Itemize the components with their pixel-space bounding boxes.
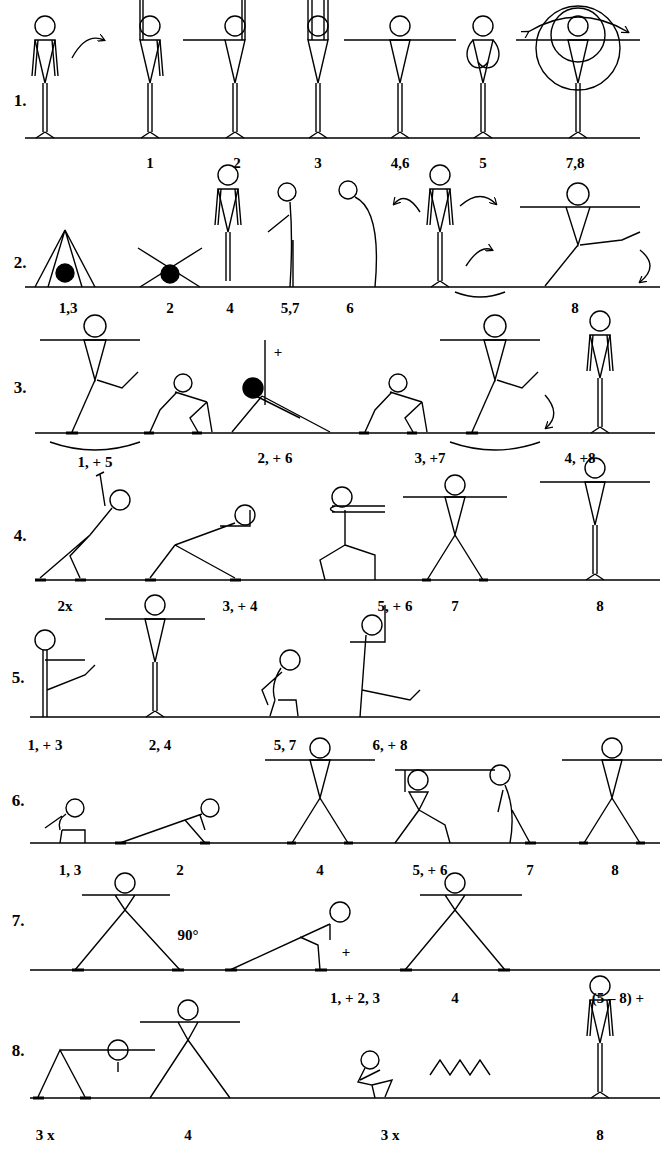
count-label: 1, + 3 — [28, 738, 63, 753]
row-number: 4. — [14, 527, 27, 544]
count-label: 8 — [571, 301, 579, 316]
count-label: 3, + 4 — [223, 599, 258, 614]
count-label: 90° — [178, 928, 199, 943]
count-label: 7 — [526, 863, 534, 878]
count-label: 4 — [226, 301, 234, 316]
row-number: 7. — [12, 912, 25, 929]
count-label: 3 x — [381, 1128, 400, 1143]
count-label: (5 – 8) + — [592, 991, 644, 1006]
count-label: 7,8 — [566, 156, 585, 171]
row-number: 5. — [12, 669, 25, 686]
row-1-figures — [32, 0, 640, 138]
count-label: 6, + 8 — [373, 738, 408, 753]
count-label: 5 — [479, 156, 487, 171]
row-number: 6. — [12, 792, 25, 809]
count-label: 2 — [233, 156, 241, 171]
count-label: 8 — [596, 1128, 604, 1143]
count-label: 2, 4 — [149, 738, 172, 753]
count-label: 5, + 6 — [378, 599, 413, 614]
count-label: 5,7 — [281, 301, 300, 316]
count-label: 7 — [451, 599, 459, 614]
count-label: 8 — [596, 599, 604, 614]
row-4-figures — [35, 458, 650, 580]
count-label: 1, + 2, 3 — [330, 991, 380, 1006]
count-label: 4, +8 — [564, 451, 595, 466]
row-number: 8. — [12, 1042, 25, 1059]
row-7-figures — [72, 873, 522, 970]
count-label: 6 — [346, 301, 354, 316]
count-label: 1, + 5 — [78, 455, 113, 470]
count-label: 8 — [611, 863, 619, 878]
count-label: 2 — [176, 863, 184, 878]
row-number: 1. — [14, 92, 27, 109]
count-label: 5, 7 — [274, 738, 297, 753]
row-5-figures — [35, 595, 420, 717]
count-label: + — [342, 945, 351, 960]
count-label: 4,6 — [391, 156, 410, 171]
count-label: 2 — [166, 301, 174, 316]
count-label: 1 — [146, 156, 154, 171]
count-label: 2, + 6 — [258, 451, 293, 466]
row-8-figures — [33, 976, 613, 1098]
count-label: 3 — [314, 156, 322, 171]
count-label: 5, + 6 — [413, 863, 448, 878]
row-2-figures — [35, 165, 650, 297]
row-number: 2. — [14, 254, 27, 271]
row-number: 3. — [14, 379, 27, 396]
count-label: 1, 3 — [59, 863, 82, 878]
count-label: 3 x — [36, 1128, 55, 1143]
row-3-figures — [40, 311, 613, 450]
ground-lines — [25, 138, 660, 1098]
count-label: 1,3 — [59, 301, 78, 316]
count-label: 4 — [451, 991, 459, 1006]
count-label: 3, +7 — [414, 451, 445, 466]
count-label: + — [274, 345, 283, 360]
row-6-figures — [45, 738, 662, 843]
count-label: 2x — [58, 599, 73, 614]
count-label: 4 — [316, 863, 324, 878]
count-label: 4 — [184, 1128, 192, 1143]
